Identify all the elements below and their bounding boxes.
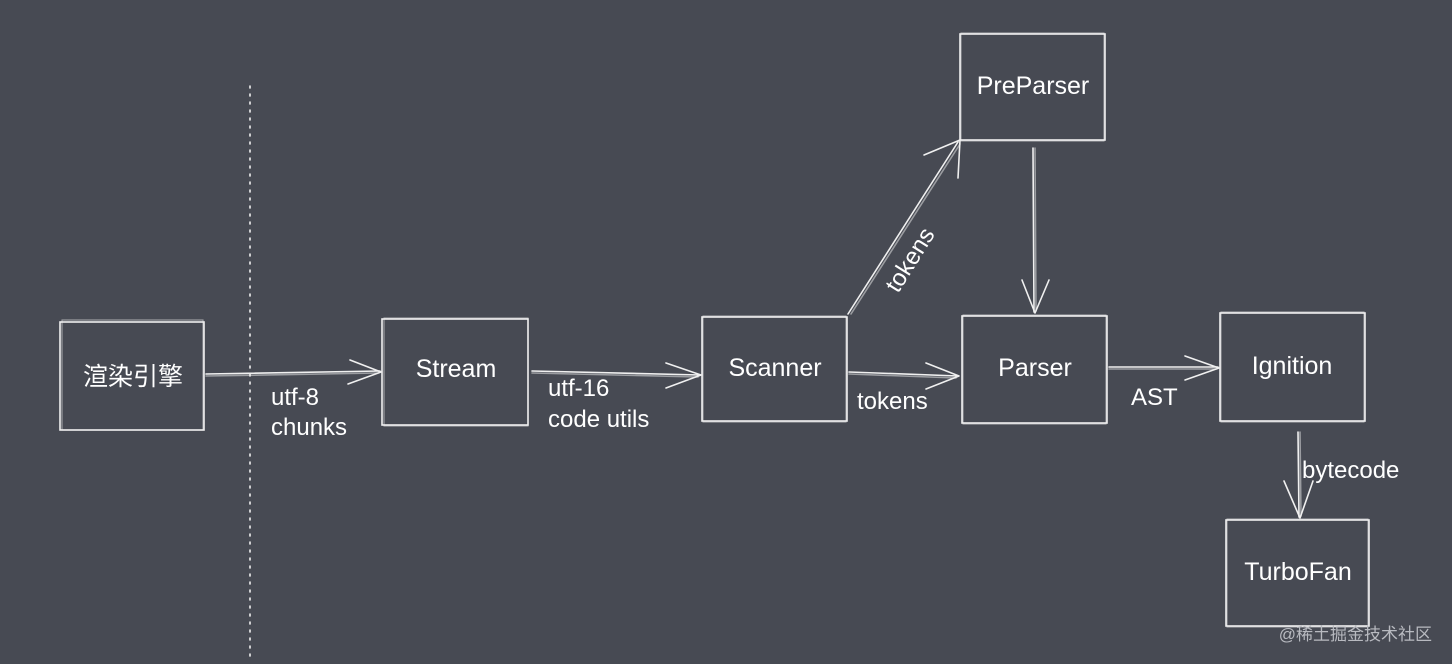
edge-label-bytecode: bytecode [1302,457,1399,484]
edge-label-utf8: utf-8 [271,384,319,411]
edge-ignition-to-turbofan [1283,431,1314,519]
edge-label-ast: AST [1131,384,1178,411]
node-turbofan: TurboFan [1225,518,1370,628]
edge-scanner-to-preparser [847,139,961,315]
arrowhead [925,362,960,390]
watermark-text: @稀土掘金技术社区 [1279,625,1432,644]
edge-label-utf16: utf-16 [548,375,609,402]
node-scanner: Scanner [701,315,848,423]
node-render-engine: 渲染引擎 [59,319,205,431]
node-parser-label: Parser [998,354,1072,382]
arrowhead [923,139,961,179]
edge-label-tokens-parser: tokens [857,388,928,415]
edge-parser-to-ignition [1108,355,1220,381]
arrowhead [1184,355,1220,381]
edge-render-to-stream [205,359,382,385]
node-preparser-label: PreParser [977,72,1090,100]
node-scanner-label: Scanner [728,354,821,382]
node-preparser: PreParser [959,32,1106,142]
arrowhead [1283,480,1314,519]
node-ignition-label: Ignition [1252,352,1333,380]
arrowhead [665,362,702,389]
node-parser: Parser [961,314,1108,425]
node-ignition: Ignition [1219,311,1366,423]
edge-label-chunks: chunks [271,414,347,441]
edge-label-code-utils: code utils [548,406,649,433]
node-render-engine-label: 渲染引擎 [83,363,183,391]
arrowhead [1021,279,1050,314]
arrowhead [347,359,382,385]
edge-stream-to-scanner [531,362,702,389]
edge-preparser-to-parser [1021,147,1050,314]
node-turbofan-label: TurboFan [1244,558,1351,586]
node-stream-label: Stream [416,355,497,383]
node-stream: Stream [381,317,529,427]
edge-scanner-to-parser [848,362,960,390]
edge-label-tokens-preparser: tokens [880,223,940,297]
